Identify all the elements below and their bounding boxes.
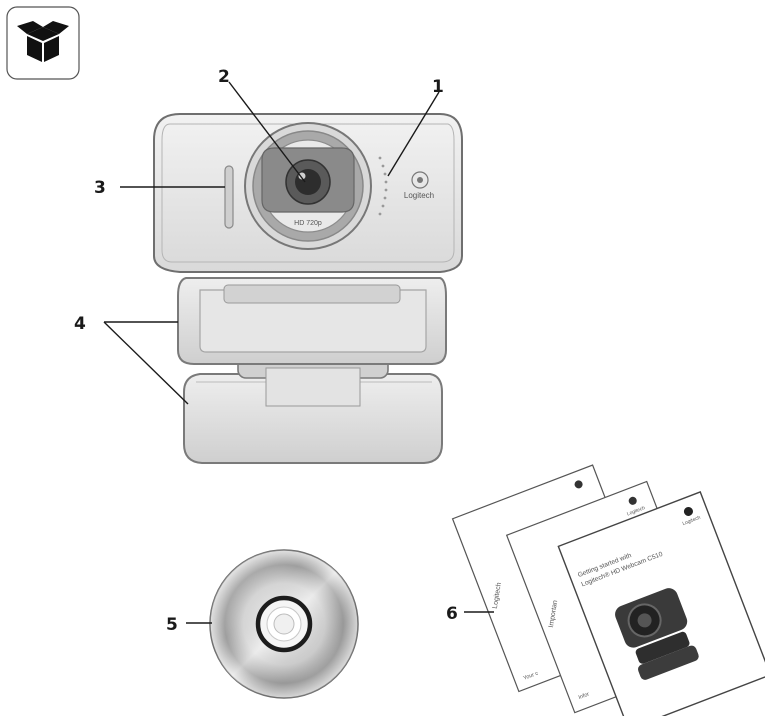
microphone-holes xyxy=(378,156,388,216)
booklet-footer-fragment-2: Infor xyxy=(578,691,591,701)
callout-labels: 1 2 3 4 5 6 xyxy=(74,67,458,635)
lens-text: HD 720p xyxy=(294,220,322,227)
documentation-illustration: Logitech Your c Logitech Importan Infor … xyxy=(451,464,765,716)
activity-light xyxy=(224,165,234,229)
webcam-base xyxy=(183,373,443,464)
callout-3: 3 xyxy=(94,178,106,198)
callout-6: 6 xyxy=(446,604,458,624)
webcam-illustration: HD 720p Logitech xyxy=(153,113,463,464)
callout-1: 1 xyxy=(432,77,444,97)
booklet-webcam-photo xyxy=(615,588,699,680)
booklet-back-fragment: Logitech xyxy=(492,582,503,609)
callout-2: 2 xyxy=(218,67,230,87)
callout-4: 4 xyxy=(74,314,86,334)
box-icon xyxy=(6,6,80,80)
booklet-footer-fragment-1: Your c xyxy=(523,671,540,682)
cd-illustration xyxy=(209,549,359,699)
callout-5: 5 xyxy=(166,615,178,635)
booklet-middle-fragment: Importan xyxy=(548,600,559,628)
webcam-brand-text: Logitech xyxy=(404,191,434,200)
callout-leaders xyxy=(103,81,494,624)
logitech-logo: Logitech xyxy=(404,171,434,200)
